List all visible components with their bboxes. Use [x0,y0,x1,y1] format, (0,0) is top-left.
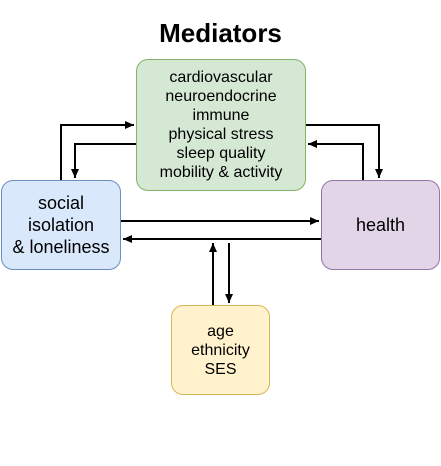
mediator-item: neuroendocrine [165,88,277,105]
social-line: isolation [27,215,95,235]
mediator-item: cardiovascular [169,69,273,86]
arrow-mediators-to-health [306,124,383,178]
arrow-mediators-to-social [71,143,136,178]
social-isolation-box: social isolation & loneliness [1,180,121,270]
mediator-item: mobility & activity [159,164,283,181]
social-line: & loneliness [12,237,110,257]
health-label: health [355,215,406,235]
social-line: social [37,193,85,213]
arrow-health-to-mediators [308,140,364,180]
moderator-item: ethnicity [191,341,250,359]
health-box: health [321,180,440,270]
mediator-item: immune [192,107,250,124]
arrow-social-to-mediators [60,121,134,180]
moderator-item: SES [204,360,237,378]
moderators-box: age ethnicity SES [171,305,270,395]
mediators-title: Mediators [159,18,282,48]
moderator-item: age [207,322,234,340]
mediator-item: sleep quality [176,145,266,162]
mediators-box: cardiovascular neuroendocrine immune phy… [136,59,306,191]
mediator-item: physical stress [168,126,274,143]
